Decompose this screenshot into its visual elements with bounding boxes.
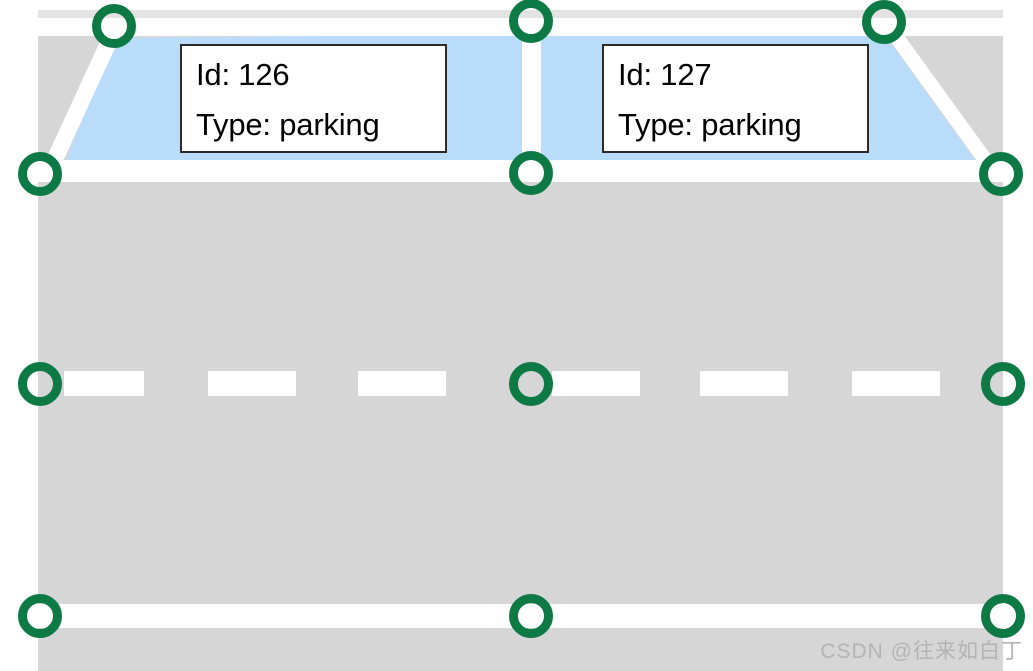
feature-label-127-id: Id: 127 bbox=[618, 57, 712, 92]
vertex-top-right[interactable] bbox=[862, 0, 906, 44]
feature-label-126[interactable]: Id: 126 Type: parking bbox=[180, 44, 447, 153]
feature-label-127[interactable]: Id: 127 Type: parking bbox=[602, 44, 869, 153]
vertex-upper-left-edge[interactable] bbox=[18, 152, 62, 196]
vertex-mid-center[interactable] bbox=[509, 362, 553, 406]
road-top-shoulder bbox=[38, 10, 1003, 18]
vertex-upper-right-edge[interactable] bbox=[979, 152, 1023, 196]
vertex-upper-center[interactable] bbox=[509, 151, 553, 195]
parking-left-boundary-line bbox=[40, 24, 126, 172]
vertex-top-center[interactable] bbox=[509, 0, 553, 43]
lane-dash bbox=[64, 371, 144, 396]
top-edge-line bbox=[38, 18, 1003, 36]
vertex-bottom-left[interactable] bbox=[18, 594, 62, 638]
vertex-handles[interactable] bbox=[18, 0, 1025, 638]
feature-label-127-type: Type: parking bbox=[618, 107, 802, 142]
center-dashed-lane-line bbox=[64, 371, 940, 396]
lane-dash bbox=[852, 371, 940, 396]
lane-dash bbox=[552, 371, 640, 396]
lane-dash bbox=[208, 371, 296, 396]
feature-label-126-id: Id: 126 bbox=[196, 57, 290, 92]
vertex-mid-right[interactable] bbox=[981, 362, 1025, 406]
parking-right-boundary-line bbox=[878, 24, 1003, 172]
parking-lower-edge-line bbox=[38, 160, 1003, 182]
lane-dash bbox=[358, 371, 446, 396]
vertex-bottom-center[interactable] bbox=[509, 594, 553, 638]
parking-divider-line bbox=[522, 20, 541, 182]
lane-dash bbox=[700, 371, 788, 396]
vertex-top-left[interactable] bbox=[92, 4, 136, 48]
feature-label-126-type: Type: parking bbox=[196, 107, 380, 142]
vertex-mid-left[interactable] bbox=[18, 362, 62, 406]
vertex-bottom-right[interactable] bbox=[981, 594, 1025, 638]
